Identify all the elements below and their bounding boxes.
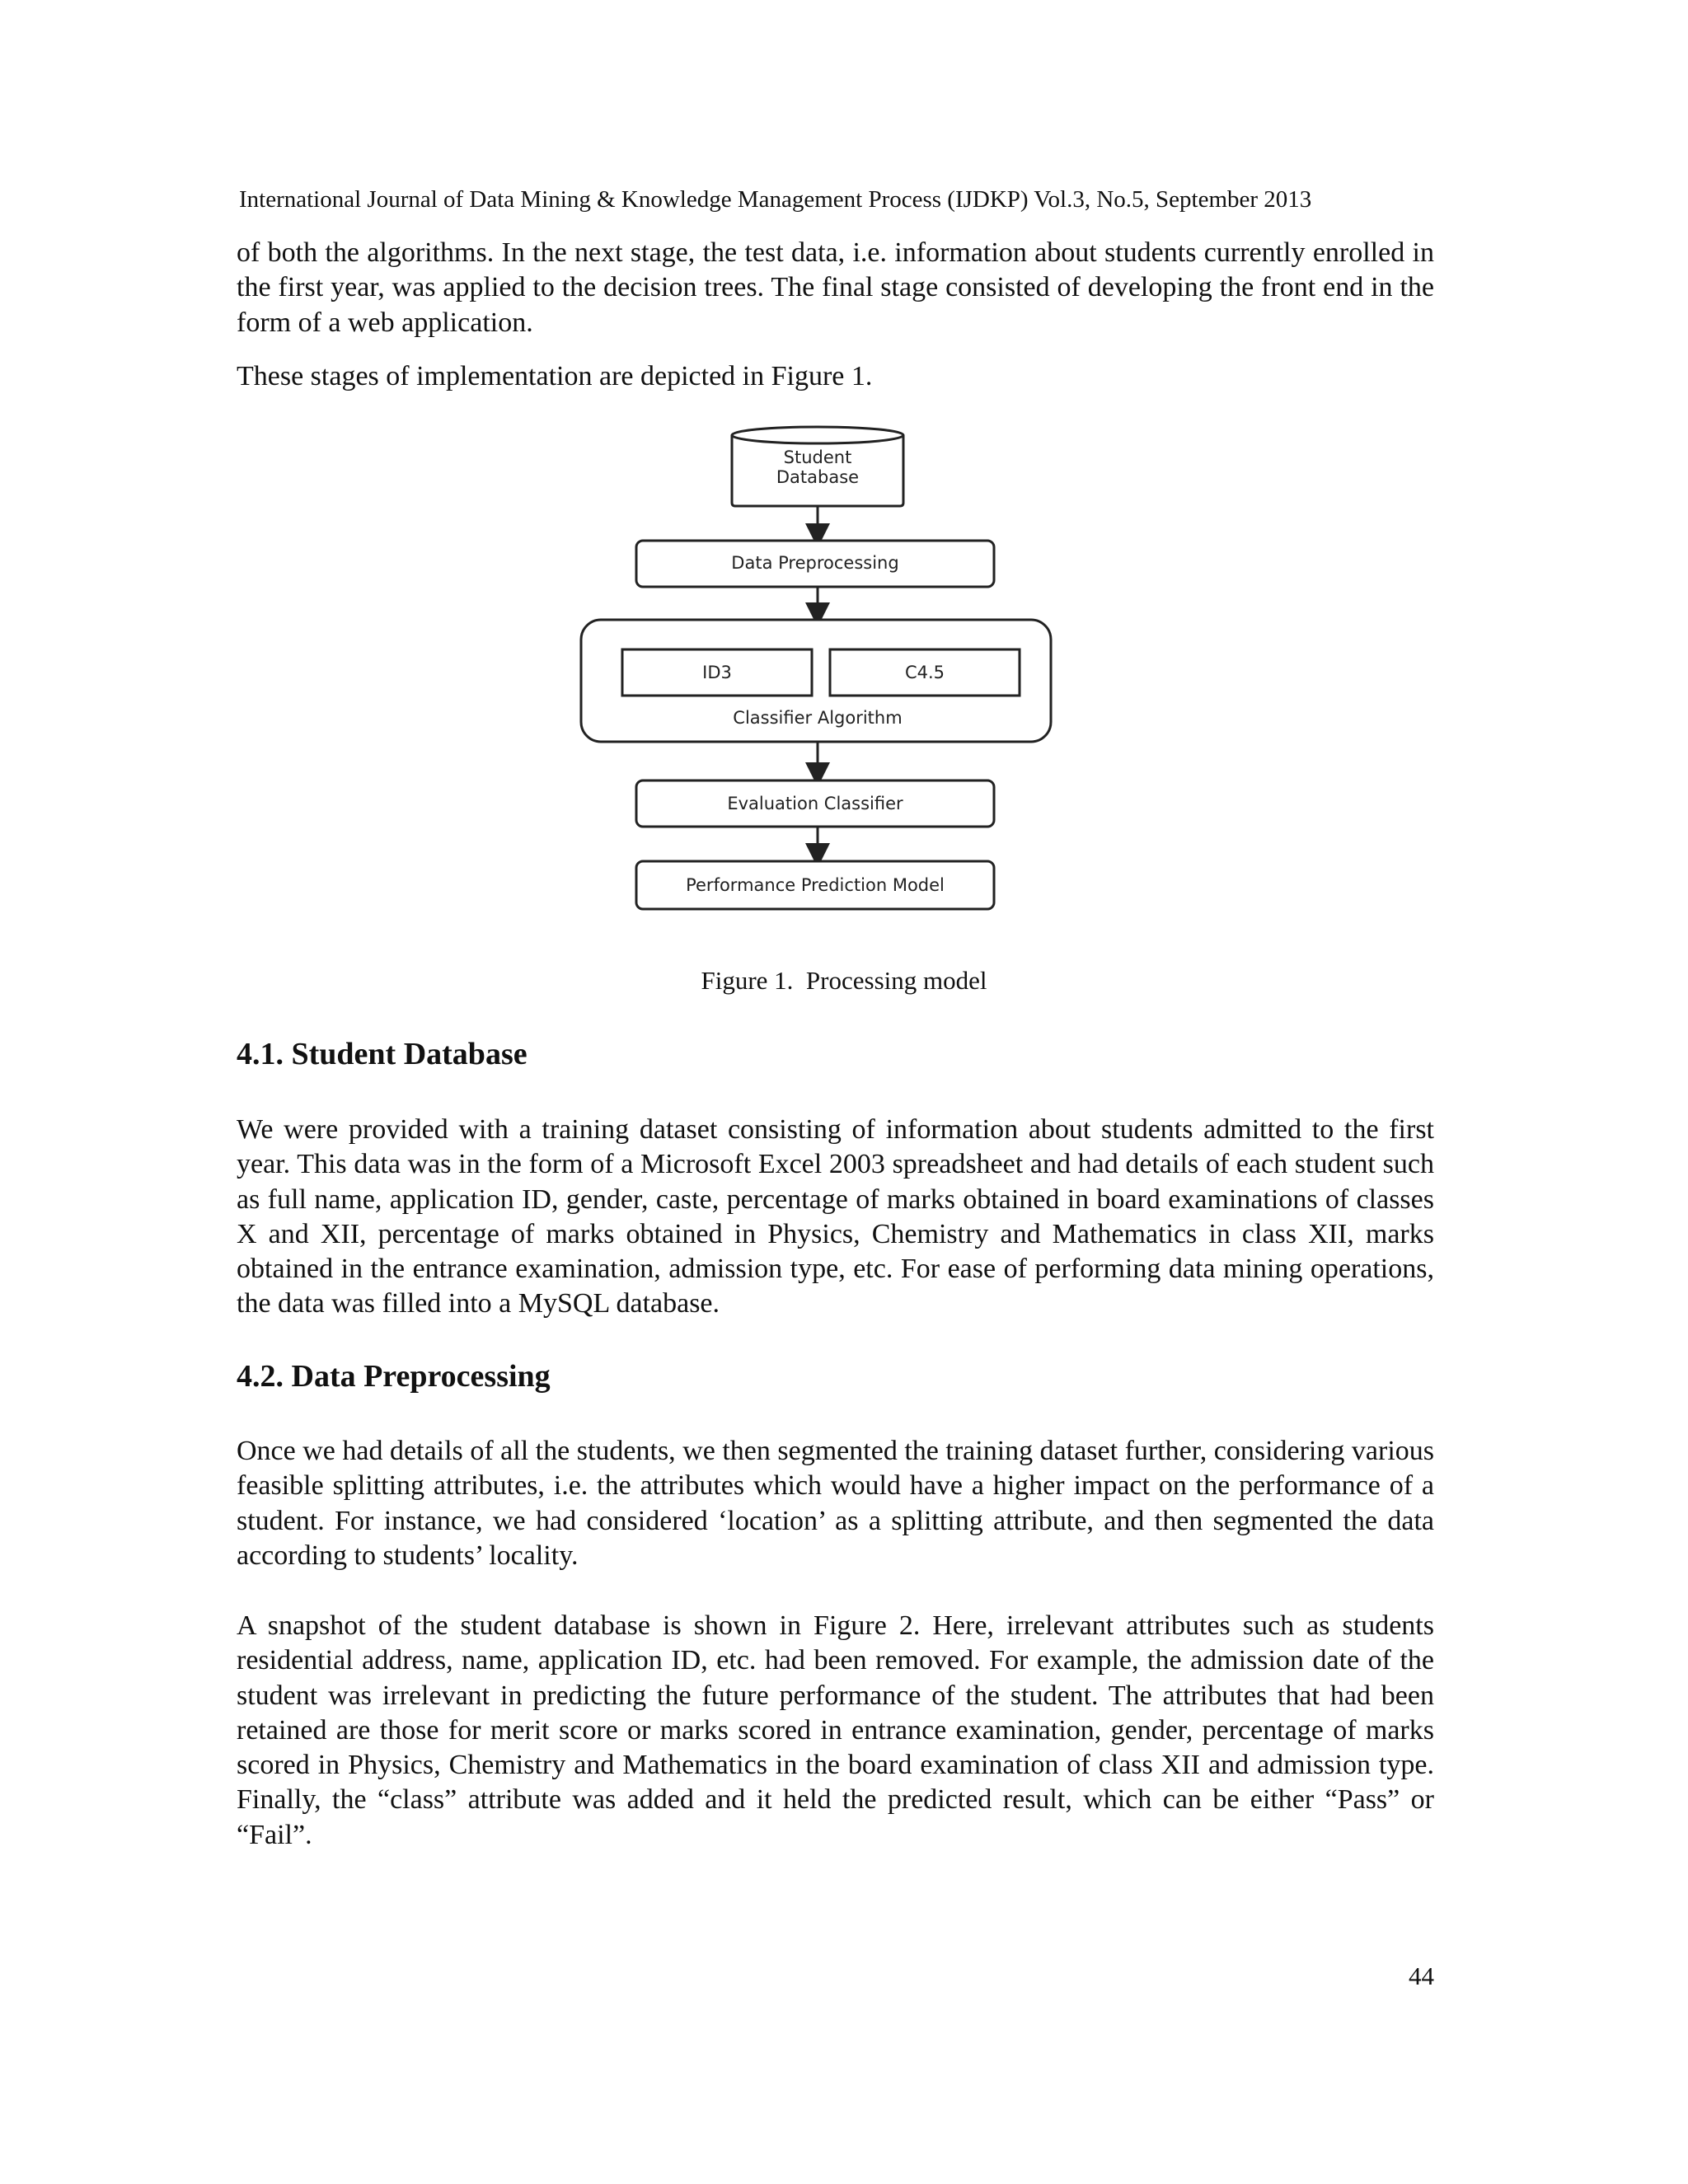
classifier-algorithm-label: Classifier Algorithm bbox=[733, 708, 902, 728]
processing-model-diagram: Student Database Data Preprocessing ID3 … bbox=[577, 420, 1071, 931]
intro-paragraph-block: of both the algorithms. In the next stag… bbox=[237, 236, 1434, 340]
classifier-algorithm-node: ID3 C4.5 Classifier Algorithm bbox=[579, 618, 1053, 743]
section-4-1-heading-block: 4.1. Student Database bbox=[237, 1035, 1434, 1073]
data-preprocessing-node: Data Preprocessing bbox=[635, 539, 996, 588]
figure-1-caption: Figure 1. Processing model bbox=[701, 966, 987, 995]
data-preprocessing-label: Data Preprocessing bbox=[731, 553, 898, 573]
section-4-2-paragraph-1: Once we had details of all the students,… bbox=[237, 1436, 1434, 1571]
section-4-1-paragraph: We were provided with a training dataset… bbox=[237, 1114, 1434, 1319]
section-4-1-paragraph-block: We were provided with a training dataset… bbox=[237, 1113, 1434, 1322]
evaluation-classifier-node: Evaluation Classifier bbox=[635, 779, 996, 828]
section-4-2-paragraph-2-block: A snapshot of the student database is sh… bbox=[237, 1609, 1434, 1853]
running-header: International Journal of Data Mining & K… bbox=[239, 186, 1312, 213]
c45-label: C4.5 bbox=[905, 663, 945, 682]
performance-prediction-model-node: Performance Prediction Model bbox=[635, 860, 996, 911]
section-4-2-heading: 4.2. Data Preprocessing bbox=[237, 1359, 551, 1394]
evaluation-classifier-label: Evaluation Classifier bbox=[727, 794, 903, 813]
student-database-label-line2: Database bbox=[776, 467, 859, 487]
c45-box bbox=[828, 648, 1021, 697]
section-4-2-paragraph-2: A snapshot of the student database is sh… bbox=[237, 1610, 1434, 1850]
student-database-node: Student Database bbox=[730, 425, 905, 508]
intro-paragraph: of both the algorithms. In the next stag… bbox=[237, 237, 1434, 338]
stages-paragraph: These stages of implementation are depic… bbox=[237, 361, 873, 391]
section-4-1-heading: 4.1. Student Database bbox=[237, 1037, 528, 1071]
performance-prediction-model-label: Performance Prediction Model bbox=[686, 875, 945, 895]
page-number: 44 bbox=[1409, 1961, 1434, 1990]
student-database-label-line1: Student bbox=[784, 448, 852, 467]
stages-paragraph-block: These stages of implementation are depic… bbox=[237, 359, 1434, 394]
section-4-2-heading-block: 4.2. Data Preprocessing bbox=[237, 1357, 1434, 1395]
id3-label: ID3 bbox=[702, 663, 732, 682]
id3-box bbox=[621, 648, 814, 697]
section-4-2-paragraph-1-block: Once we had details of all the students,… bbox=[237, 1434, 1434, 1573]
